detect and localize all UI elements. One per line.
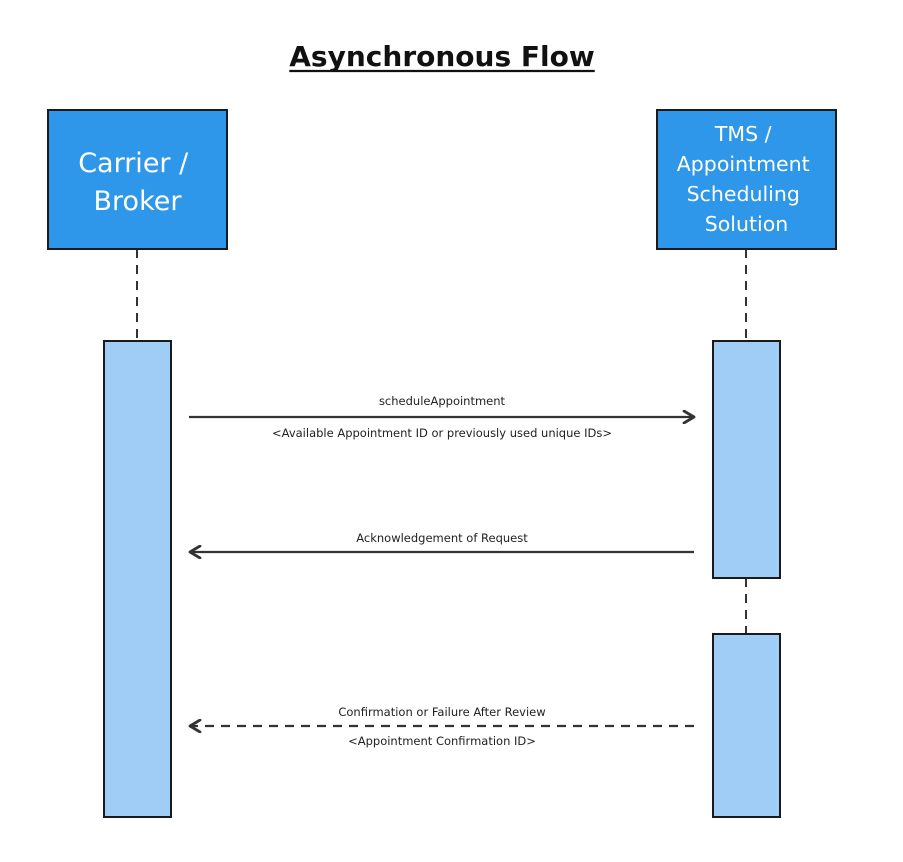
actor-box-tms-solution	[656, 109, 837, 250]
message-label-confirmation: Confirmation or Failure After Review	[338, 705, 545, 719]
actor-label-line: TMS /	[714, 122, 772, 146]
activation-bar-tms-request	[712, 340, 781, 579]
actor-label-line: Carrier /	[78, 148, 189, 179]
actor-label-line: Broker	[94, 186, 183, 217]
message-sublabel-schedule-appointment: <Available Appointment ID or previously …	[272, 426, 612, 440]
actor-label-line: Solution	[705, 212, 789, 236]
actor-label-line: Appointment	[677, 152, 810, 176]
message-label-acknowledgement: Acknowledgement of Request	[356, 531, 528, 545]
actor-box-carrier-broker	[47, 109, 228, 250]
actor-label-carrier-broker: Carrier / Broker	[78, 148, 197, 217]
message-sublabel-confirmation: <Appointment Confirmation ID>	[348, 734, 536, 748]
diagram-title: Asynchronous Flow	[289, 40, 594, 73]
activation-bar-tms-review	[712, 633, 781, 818]
activation-bar-carrier-broker	[103, 340, 172, 818]
actor-label-tms-solution: TMS / Appointment Scheduling Solution	[677, 122, 816, 236]
message-label-schedule-appointment: scheduleAppointment	[379, 394, 506, 408]
actor-label-line: Scheduling	[687, 182, 800, 206]
